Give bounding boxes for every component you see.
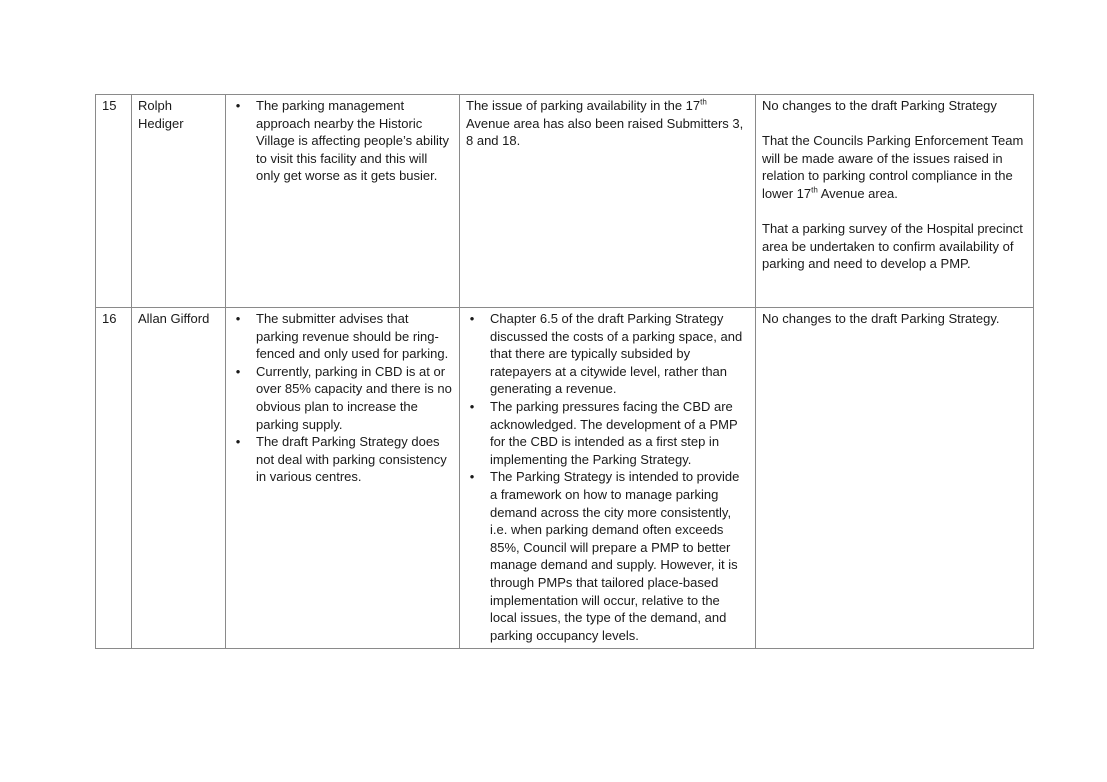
submission-point: Currently, parking in CBD is at or over … [232,363,453,433]
submissions-table: 15 Rolph Hediger The parking management … [95,94,1034,650]
submitter-number: 16 [102,311,117,326]
submission-point: The submitter advises that parking reven… [232,310,453,363]
submission-cell: The parking management approach nearby t… [225,94,460,308]
response-point: Chapter 6.5 of the draft Parking Strateg… [466,310,749,398]
submitter-name: Rolph Hediger [138,98,184,131]
recommendation-text: That the Councils Parking Enforcement Te… [762,133,1024,201]
submitter-number-cell: 15 [95,94,132,308]
recommendation-text: No changes to the draft Parking Strategy [762,98,997,113]
recommendation-cell: No changes to the draft Parking Strategy… [755,306,1034,650]
submitter-number: 15 [102,98,117,113]
response-cell: The issue of parking availability in the… [459,94,756,308]
response-point: The Parking Strategy is intended to prov… [466,468,749,644]
recommendation-cell: No changes to the draft Parking Strategy… [755,94,1034,308]
response-list: Chapter 6.5 of the draft Parking Strateg… [466,310,749,644]
recommendation-text: That a parking survey of the Hospital pr… [762,221,1023,272]
response-text: The issue of parking availability in the… [466,97,744,149]
submission-point: The parking management approach nearby t… [232,97,453,185]
submission-list: The submitter advises that parking reven… [232,310,453,486]
table-row-15: 15 Rolph Hediger The parking management … [95,94,1034,308]
response-cell: Chapter 6.5 of the draft Parking Strateg… [459,306,756,650]
submitter-name-cell: Allan Gifford [131,306,226,650]
submitter-name: Allan Gifford [138,311,210,326]
submission-point: The draft Parking Strategy does not deal… [232,433,453,486]
table-row-16: 16 Allan Gifford The submitter advises t… [95,306,1034,650]
response-point: The parking pressures facing the CBD are… [466,398,749,468]
recommendation-text: No changes to the draft Parking Strategy… [762,311,1000,326]
submitter-number-cell: 16 [95,306,132,650]
submission-list: The parking management approach nearby t… [232,97,453,185]
submitter-name-cell: Rolph Hediger [131,94,226,308]
submission-cell: The submitter advises that parking reven… [225,306,460,650]
